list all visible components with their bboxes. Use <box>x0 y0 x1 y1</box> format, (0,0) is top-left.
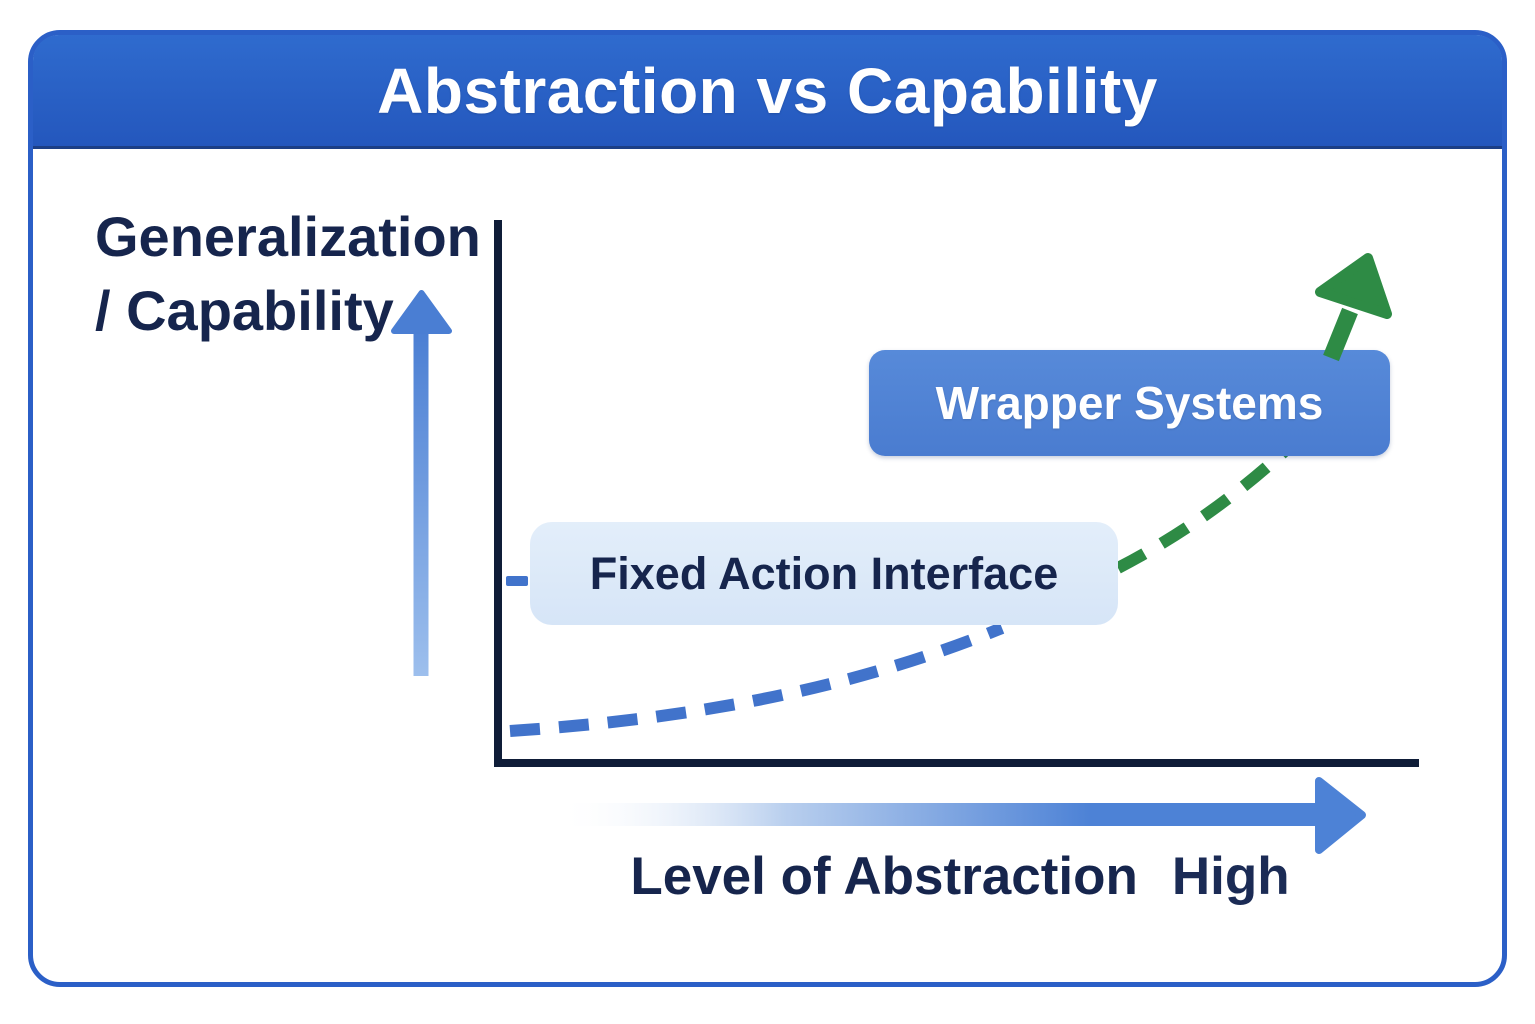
x-axis-high-label: High <box>1171 847 1290 906</box>
title-banner: Abstraction vs Capability <box>33 35 1502 149</box>
wrapper-systems-box: Wrapper Systems <box>869 350 1390 456</box>
y-axis-label-line2: / Capability <box>95 279 394 343</box>
y-axis-label: Generalization / Capability <box>95 200 481 349</box>
card-frame <box>28 30 1507 987</box>
page-title: Abstraction vs Capability <box>377 54 1158 127</box>
wrapper-systems-label: Wrapper Systems <box>935 377 1324 429</box>
fixed-action-interface-label: Fixed Action Interface <box>589 547 1059 599</box>
fixed-action-interface-box: Fixed Action Interface <box>530 522 1118 625</box>
y-axis-label-line1: Generalization <box>95 205 481 268</box>
x-axis-label-row: Level of Abstraction High <box>502 846 1418 907</box>
x-axis-label: Level of Abstraction <box>630 847 1138 906</box>
